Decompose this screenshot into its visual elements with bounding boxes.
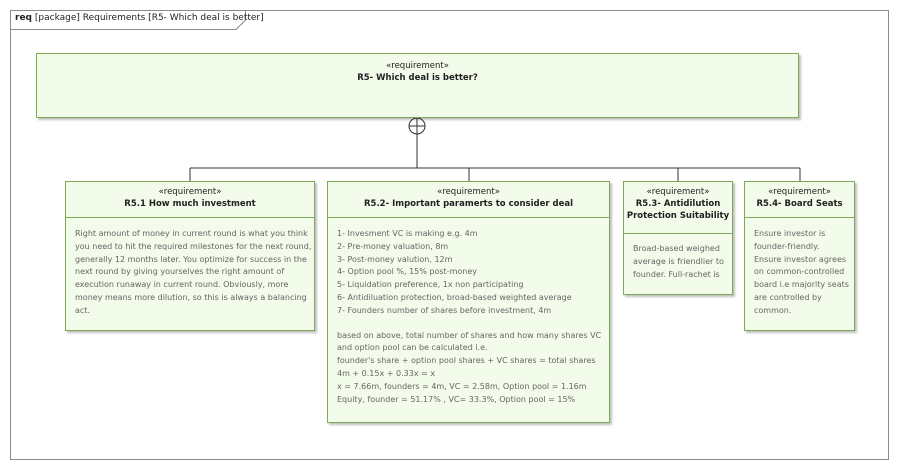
- requirement-r5-4[interactable]: «requirement» R5.4- Board Seats Ensure i…: [744, 181, 855, 331]
- requirement-r5[interactable]: «requirement» R5- Which deal is better?: [36, 53, 799, 118]
- requirement-title: R5.4- Board Seats: [756, 199, 843, 209]
- requirement-r5-2[interactable]: «requirement» R5.2- Important paramerts …: [327, 181, 610, 423]
- stereotype-label: «requirement»: [158, 187, 222, 197]
- note-line: 4m + 0.15x + 0.33x = x: [337, 368, 436, 378]
- note-line: Equity, founder = 51.17% , VC= 33.3%, Op…: [337, 394, 576, 404]
- requirement-notes: Ensure investor is founder-friendly. Ens…: [745, 218, 854, 324]
- note-line: on common-controlled: [754, 267, 845, 277]
- note-line: based on above, total number of shares a…: [337, 330, 602, 340]
- note-line: average is friendlier to: [633, 256, 724, 266]
- note-line: Ensure investor agrees: [754, 254, 847, 264]
- note-line: board i.e majority seats: [754, 280, 849, 290]
- frame-title: [package] Requirements [R5- Which deal i…: [34, 13, 264, 23]
- stereotype-label: «requirement»: [437, 187, 500, 197]
- note-line: founder. Full-rachet is: [633, 269, 720, 279]
- note-line: money means more dilution, so this is al…: [75, 292, 307, 302]
- diagram-frame: [10, 10, 889, 460]
- requirement-header: «requirement» R5.4- Board Seats: [745, 182, 854, 218]
- requirement-header: «requirement» R5.3- Antidilution Protect…: [624, 182, 732, 234]
- note-line: x = 7.66m, founders = 4m, VC = 2.58m, Op…: [337, 381, 587, 391]
- requirement-r5-3[interactable]: «requirement» R5.3- Antidilution Protect…: [623, 181, 733, 295]
- stereotype-label: «requirement»: [768, 187, 831, 197]
- note-line: 1- Invesment VC is making e.g. 4m: [337, 229, 478, 238]
- requirement-notes: Broad-based weighed average is friendlie…: [624, 234, 732, 287]
- note-line: generally 12 months later. You optimize …: [75, 254, 307, 264]
- frame-kind: req: [15, 13, 32, 23]
- spacer: [337, 318, 601, 330]
- requirement-title: R5.1 How much investment: [124, 199, 256, 209]
- stereotype-label: «requirement»: [386, 61, 449, 71]
- note-line: are controlled by: [754, 292, 822, 302]
- requirement-r5-1[interactable]: «requirement» R5.1 How much investment R…: [65, 181, 315, 331]
- note-line: 7- Founders number of shares before inve…: [337, 305, 552, 315]
- note-line: Broad-based weighed: [633, 244, 720, 253]
- note-line: act.: [75, 305, 90, 315]
- requirement-header: «requirement» R5.1 How much investment: [66, 182, 314, 218]
- note-line: Right amount of money in current round i…: [75, 229, 308, 238]
- requirement-header: «requirement» R5.2- Important paramerts …: [328, 182, 609, 218]
- frame-tab-outline: [10, 10, 246, 30]
- note-line: execution runaway in current round. Obvi…: [75, 280, 289, 290]
- requirement-notes: Right amount of money in current round i…: [66, 218, 314, 324]
- note-line: common.: [754, 305, 792, 315]
- note-line: 6- Antidiluation protection, broad-based…: [337, 292, 572, 302]
- containment-icon: [408, 117, 426, 135]
- note-line: 4- Option pool %, 15% post-money: [337, 267, 477, 277]
- note-line: Ensure investor is: [754, 229, 826, 238]
- requirement-title: R5- Which deal is better?: [357, 73, 478, 83]
- frame-tab: req [package] Requirements [R5- Which de…: [10, 10, 264, 30]
- frame-tab-label: req [package] Requirements [R5- Which de…: [15, 13, 264, 23]
- note-line: 2- Pre-money valuation, 8m: [337, 241, 449, 251]
- note-line: founder's share + option pool shares + V…: [337, 356, 596, 366]
- note-line: 5- Liquidation preference, 1x non partic…: [337, 280, 524, 290]
- requirement-title: R5.2- Important paramerts to consider de…: [363, 199, 573, 209]
- note-line: and option pool can be calculated i.e.: [337, 343, 488, 353]
- requirement-notes: 1- Invesment VC is making e.g. 4m 2- Pre…: [328, 218, 609, 412]
- requirement-title-cont: Protection Suitability: [626, 211, 730, 221]
- note-line: 3- Post-money valution, 12m: [337, 254, 453, 264]
- note-line: founder-friendly.: [754, 241, 820, 251]
- note-line: you need to hit the required milestones …: [75, 241, 312, 251]
- note-line: next round by giving yourselves the righ…: [75, 267, 285, 277]
- requirement-title: R5.3- Antidilution: [635, 199, 721, 209]
- stereotype-label: «requirement»: [646, 187, 710, 197]
